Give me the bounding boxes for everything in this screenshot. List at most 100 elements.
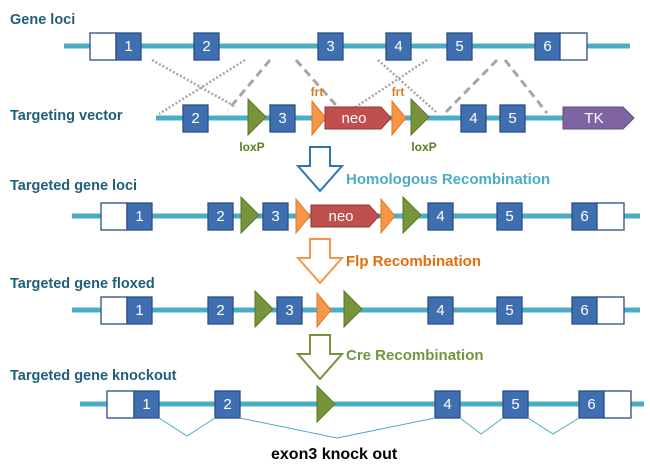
loxp-site xyxy=(410,97,430,137)
homology-arm-crosses xyxy=(151,58,549,116)
step-label-cre: Cre Recombination xyxy=(346,347,484,364)
loxp-site xyxy=(402,195,422,235)
utr-box xyxy=(89,32,117,61)
neo-cassette xyxy=(324,106,392,130)
exon-3 xyxy=(317,32,344,61)
exon-label: 2 xyxy=(216,302,224,319)
exon-label: 3 xyxy=(285,302,293,319)
loxp-site xyxy=(343,289,363,329)
utr-box xyxy=(603,390,632,419)
exon-label: 6 xyxy=(580,208,588,225)
row-label-targeting-vector: Targeting vector xyxy=(10,108,123,124)
exon-6 xyxy=(571,202,598,231)
frt-label: frt xyxy=(311,85,324,99)
exon-5 xyxy=(496,296,523,325)
exon-5 xyxy=(502,390,529,419)
frt-site xyxy=(380,197,396,235)
utr-box xyxy=(106,390,135,419)
exon-label: 4 xyxy=(469,110,477,127)
exon-4 xyxy=(434,390,461,419)
loxp-label: loxP xyxy=(411,140,436,154)
exon-1 xyxy=(126,296,153,325)
loxp-site xyxy=(316,384,336,424)
down-arrow-icon xyxy=(295,238,345,285)
step-homologous: Homologous Recombination xyxy=(295,146,550,193)
exon-label: 3 xyxy=(271,208,279,225)
row-targeted-loci: Targeted gene loci 1 2 3 neo 4 5 6 xyxy=(10,178,640,235)
exon-label: 2 xyxy=(216,208,224,225)
exon-3 xyxy=(269,104,296,133)
exon-label: 4 xyxy=(436,208,444,225)
knockout-caption: exon3 knock out xyxy=(271,446,398,463)
exon-label: 3 xyxy=(326,38,334,55)
exon-label: 1 xyxy=(142,396,150,413)
exon-2 xyxy=(214,390,241,419)
exon-1 xyxy=(133,390,160,419)
step-cre: Cre Recombination xyxy=(295,334,484,381)
exon-2 xyxy=(207,202,234,231)
exon-label: 5 xyxy=(455,38,463,55)
exon-2 xyxy=(193,32,220,61)
splice-line xyxy=(527,417,580,435)
exon-4 xyxy=(427,296,454,325)
exon-label: 6 xyxy=(580,302,588,319)
neo-label: neo xyxy=(341,110,366,127)
row-gene-loci: Gene loci 1 2 3 4 5 6 xyxy=(10,12,630,61)
frt-site xyxy=(316,291,332,329)
exon-label: 5 xyxy=(505,208,513,225)
loxp-site xyxy=(254,289,274,329)
neo-cassette xyxy=(310,204,380,228)
exon-2 xyxy=(207,296,234,325)
splice-line xyxy=(158,417,216,437)
exon-label: 3 xyxy=(278,110,286,127)
loxp-label: loxP xyxy=(239,140,264,154)
exon-label: 6 xyxy=(543,38,551,55)
exon-3 xyxy=(276,296,303,325)
exon-label: 2 xyxy=(202,38,210,55)
splice-line xyxy=(459,417,504,435)
loxp-site xyxy=(240,195,260,235)
step-flp: Flp Recombination xyxy=(295,238,481,285)
utr-box xyxy=(559,32,588,61)
exon-label: 2 xyxy=(223,396,231,413)
frt-site xyxy=(391,99,407,137)
exon-label: 1 xyxy=(124,38,132,55)
exon-4 xyxy=(427,202,454,231)
exon-label: 4 xyxy=(394,38,402,55)
step-label-flp: Flp Recombination xyxy=(346,253,481,270)
exon-5 xyxy=(496,202,523,231)
exon-label: 6 xyxy=(587,396,595,413)
row-label-floxed: Targeted gene floxed xyxy=(10,276,155,292)
exon-label: 5 xyxy=(511,396,519,413)
neo-label: neo xyxy=(328,208,353,225)
tk-cassette xyxy=(562,106,635,130)
exon-4 xyxy=(460,104,487,133)
loxp-site xyxy=(247,97,267,137)
utr-box xyxy=(100,296,128,325)
exon-label: 4 xyxy=(436,302,444,319)
splice-line xyxy=(239,417,436,439)
exon-label: 5 xyxy=(505,302,513,319)
exon-5 xyxy=(499,104,526,133)
tk-label: TK xyxy=(584,110,603,127)
row-knockout: Targeted gene knockout 1 2 4 5 6 exon3 k… xyxy=(10,368,644,463)
utr-box xyxy=(596,202,625,231)
exon-label: 2 xyxy=(191,110,199,127)
row-floxed: Targeted gene floxed 1 2 3 4 5 6 xyxy=(10,276,640,329)
down-arrow-icon xyxy=(295,146,345,193)
frt-site xyxy=(295,197,311,235)
row-label-gene-loci: Gene loci xyxy=(10,12,75,28)
frt-site xyxy=(311,99,327,137)
utr-box xyxy=(596,296,625,325)
row-label-targeted-loci: Targeted gene loci xyxy=(10,178,137,194)
exon-4 xyxy=(385,32,412,61)
exon-label: 1 xyxy=(135,302,143,319)
down-arrow-icon xyxy=(295,334,345,381)
exon-3 xyxy=(262,202,289,231)
exon-label: 1 xyxy=(135,208,143,225)
row-label-knockout: Targeted gene knockout xyxy=(10,368,177,384)
utr-box xyxy=(100,202,128,231)
exon-1 xyxy=(126,202,153,231)
exon-1 xyxy=(115,32,142,61)
